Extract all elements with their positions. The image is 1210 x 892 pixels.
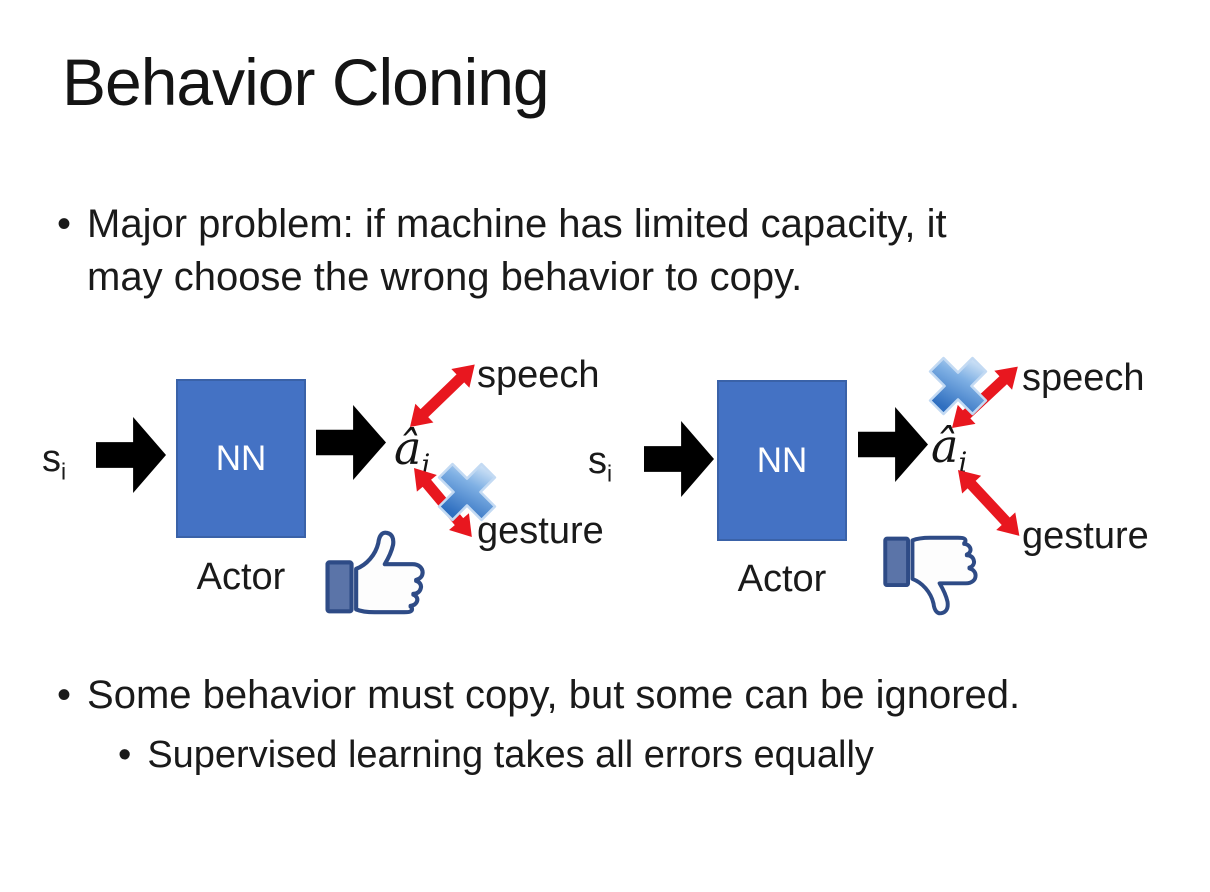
nn-box-label: NN bbox=[215, 438, 267, 478]
branch-label-gesture-right: gesture bbox=[1022, 515, 1149, 557]
bullet-line-1: Major problem: if machine has limited ca… bbox=[87, 202, 947, 246]
input-state-label-right: si bbox=[588, 440, 612, 488]
flow-arrow-icon bbox=[96, 417, 166, 493]
predicted-action-label-left: âi bbox=[394, 424, 430, 480]
branch-label-speech-right: speech bbox=[1022, 357, 1145, 399]
state-subscript: i bbox=[61, 458, 67, 485]
branch-label-gesture-left: gesture bbox=[477, 510, 604, 552]
bullet-some-behavior: • Some behavior must copy, but some can … bbox=[57, 669, 1020, 722]
state-subscript: i bbox=[607, 460, 613, 487]
input-state-label-left: si bbox=[42, 438, 66, 486]
bullet-text: Major problem: if machine has limited ca… bbox=[87, 198, 947, 304]
state-symbol: s bbox=[588, 440, 607, 482]
thumbs-up-icon bbox=[325, 530, 425, 615]
cross-out-speech-icon bbox=[914, 342, 1002, 430]
action-subscript: i bbox=[958, 446, 968, 480]
action-subscript: i bbox=[421, 448, 431, 482]
flow-arrow-icon bbox=[644, 421, 714, 497]
bullet-text: Some behavior must copy, but some can be… bbox=[87, 673, 1021, 717]
bullet-supervised-learning: • Supervised learning takes all errors e… bbox=[118, 730, 874, 780]
branch-label-speech-left: speech bbox=[477, 354, 600, 396]
actor-caption-right: Actor bbox=[737, 558, 827, 600]
bullet-marker: • bbox=[118, 734, 132, 776]
state-symbol: s bbox=[42, 438, 61, 480]
bullet-marker: • bbox=[57, 673, 72, 717]
action-symbol: â bbox=[931, 419, 959, 473]
bullet-major-problem: • Major problem: if machine has limited … bbox=[57, 198, 947, 304]
bullet-text: Supervised learning takes all errors equ… bbox=[147, 734, 874, 776]
flow-arrow-icon bbox=[316, 405, 386, 480]
nn-box-label: NN bbox=[756, 440, 808, 480]
predicted-action-label-right: âi bbox=[931, 422, 967, 478]
thumbs-down-icon bbox=[883, 535, 978, 616]
bullet-marker: • bbox=[57, 202, 72, 246]
slide-title: Behavior Cloning bbox=[62, 45, 550, 119]
action-symbol: â bbox=[394, 421, 422, 475]
actor-caption-left: Actor bbox=[196, 556, 286, 598]
nn-actor-box-left: NN bbox=[176, 379, 306, 538]
flow-arrow-icon bbox=[858, 407, 928, 482]
nn-actor-box-right: NN bbox=[717, 380, 847, 541]
bullet-line-2: may choose the wrong behavior to copy. bbox=[87, 255, 803, 299]
